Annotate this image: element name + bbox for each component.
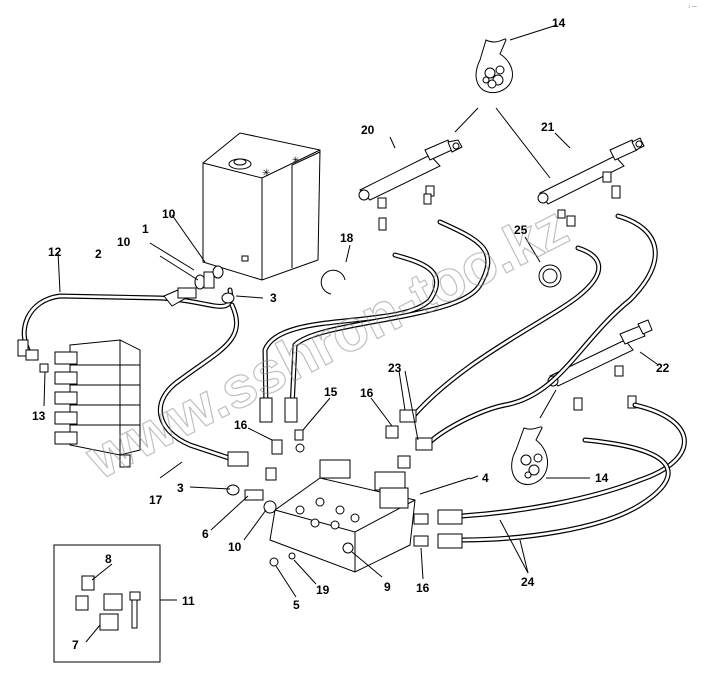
seal-kit-bag-top	[475, 38, 513, 94]
callout-2: 2	[95, 247, 102, 261]
corner-mark: ↕ —	[688, 4, 697, 10]
hydraulic-cylinder-21	[537, 137, 645, 227]
callout-16-right: 16	[416, 581, 430, 595]
callout-6: 6	[202, 527, 209, 541]
callout-3-lower: 3	[177, 481, 184, 495]
hydraulic-cylinder-20	[358, 139, 463, 231]
callout-25: 25	[514, 223, 528, 237]
leader-lines	[43, 24, 658, 643]
callout-11: 11	[182, 594, 195, 608]
callout-16-mid: 16	[360, 386, 374, 400]
callout-21: 21	[541, 120, 555, 134]
control-valve-block	[39, 339, 141, 468]
callout-1: 1	[142, 222, 149, 236]
callout-4: 4	[482, 471, 489, 485]
callout-8: 8	[105, 552, 112, 566]
snap-ring-18	[320, 269, 346, 295]
callout-23: 23	[388, 361, 402, 375]
callout-labels: 14 20 21 18 25 22 14 4 10 1 10 2 3 12 13…	[32, 16, 670, 652]
callout-20: 20	[361, 123, 375, 137]
callout-18: 18	[340, 231, 354, 245]
callout-15: 15	[324, 385, 338, 399]
callout-22: 22	[656, 361, 670, 375]
seal-kit-bag-lower	[511, 426, 548, 485]
svg-text:✳: ✳	[262, 168, 270, 179]
callout-5: 5	[293, 598, 300, 612]
callout-24: 24	[521, 575, 535, 589]
svg-text:✳: ✳	[292, 155, 300, 165]
callout-10-mid: 10	[117, 235, 131, 249]
callout-3-top: 3	[270, 291, 277, 305]
callout-13: 13	[32, 409, 46, 423]
callout-14-lower: 14	[595, 471, 609, 485]
callout-9: 9	[384, 580, 391, 594]
callout-17: 17	[149, 493, 163, 507]
callout-12: 12	[48, 245, 62, 259]
callout-7: 7	[72, 638, 79, 652]
hoses	[21, 213, 687, 543]
snap-ring-25	[538, 264, 562, 288]
oil-tank: ✳ ✳	[202, 132, 321, 281]
callout-10-top: 10	[162, 207, 176, 221]
distributor-block	[269, 459, 416, 573]
callout-16-left: 16	[234, 418, 248, 432]
callout-14-top: 14	[552, 16, 566, 30]
hydraulic-cylinder-22	[547, 319, 653, 411]
callout-19: 19	[316, 583, 330, 597]
inset-fittings-kit	[53, 544, 161, 663]
callout-10-lower: 10	[228, 540, 242, 554]
fittings	[17, 265, 471, 567]
